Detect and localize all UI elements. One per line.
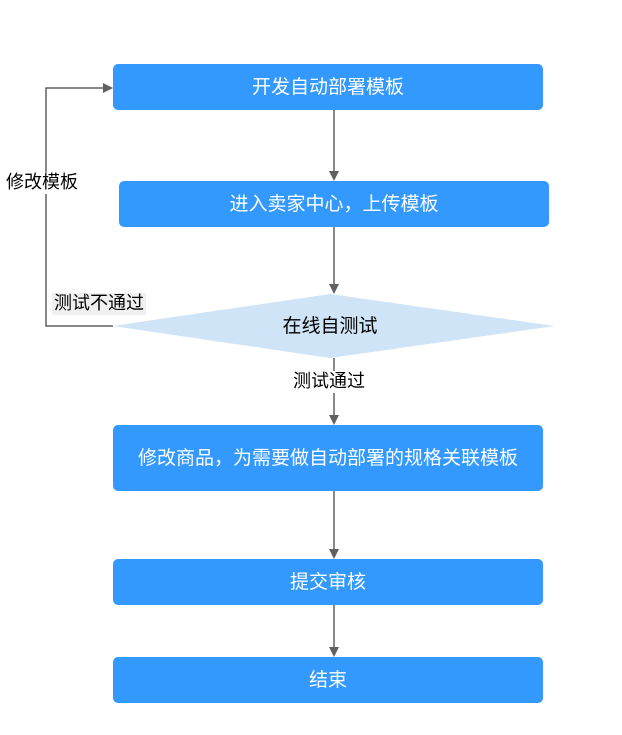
node-upload-template: 进入卖家中心，上传模板 [119,181,549,227]
edge-fail-loop [45,83,113,327]
edge-label-modify-template: 修改模板 [6,172,78,194]
edge-label-test-pass: 测试通过 [292,371,366,393]
edge-label-test-fail: 测试不通过 [52,293,146,315]
decision-shape [113,294,555,358]
node-develop-template: 开发自动部署模板 [113,64,543,110]
node-modify-product: 修改商品，为需要做自动部署的规格关联模板 [113,425,543,491]
node-submit-review: 提交审核 [113,559,543,605]
node-online-test: 在线自测试 [282,315,378,337]
node-end: 结束 [113,657,543,703]
